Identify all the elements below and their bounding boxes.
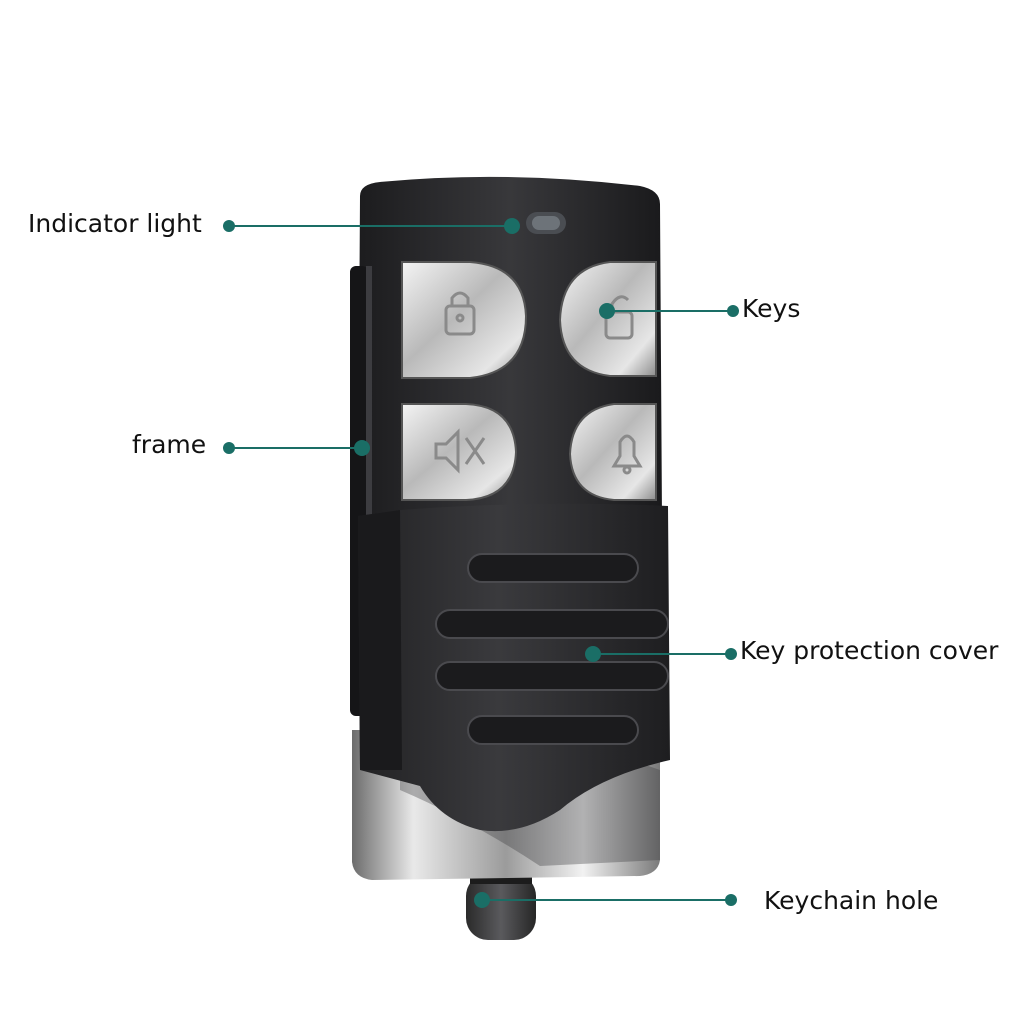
callout-keychain-hole (474, 892, 737, 908)
key-lock[interactable] (401, 261, 528, 379)
key-unlock[interactable] (558, 261, 657, 377)
callout-key-protection-cover (585, 646, 737, 662)
callout-frame (223, 440, 370, 456)
label-frame: frame (132, 430, 207, 459)
key-protection-cover (358, 503, 670, 832)
callout-keys (599, 303, 739, 319)
indicator-light (526, 212, 566, 234)
label-indicator-light: Indicator light (28, 209, 202, 238)
keys (401, 261, 657, 501)
label-keychain-hole: Keychain hole (764, 886, 939, 915)
label-key-protection-cover: Key protection cover (740, 636, 999, 665)
key-bell[interactable] (568, 403, 657, 501)
lock-closed-icon (444, 291, 476, 336)
key-mute[interactable] (401, 403, 518, 501)
callout-indicator-light (223, 218, 520, 234)
label-keys: Keys (742, 294, 801, 323)
speaker-mute-icon (434, 428, 486, 474)
bell-icon (611, 434, 643, 475)
